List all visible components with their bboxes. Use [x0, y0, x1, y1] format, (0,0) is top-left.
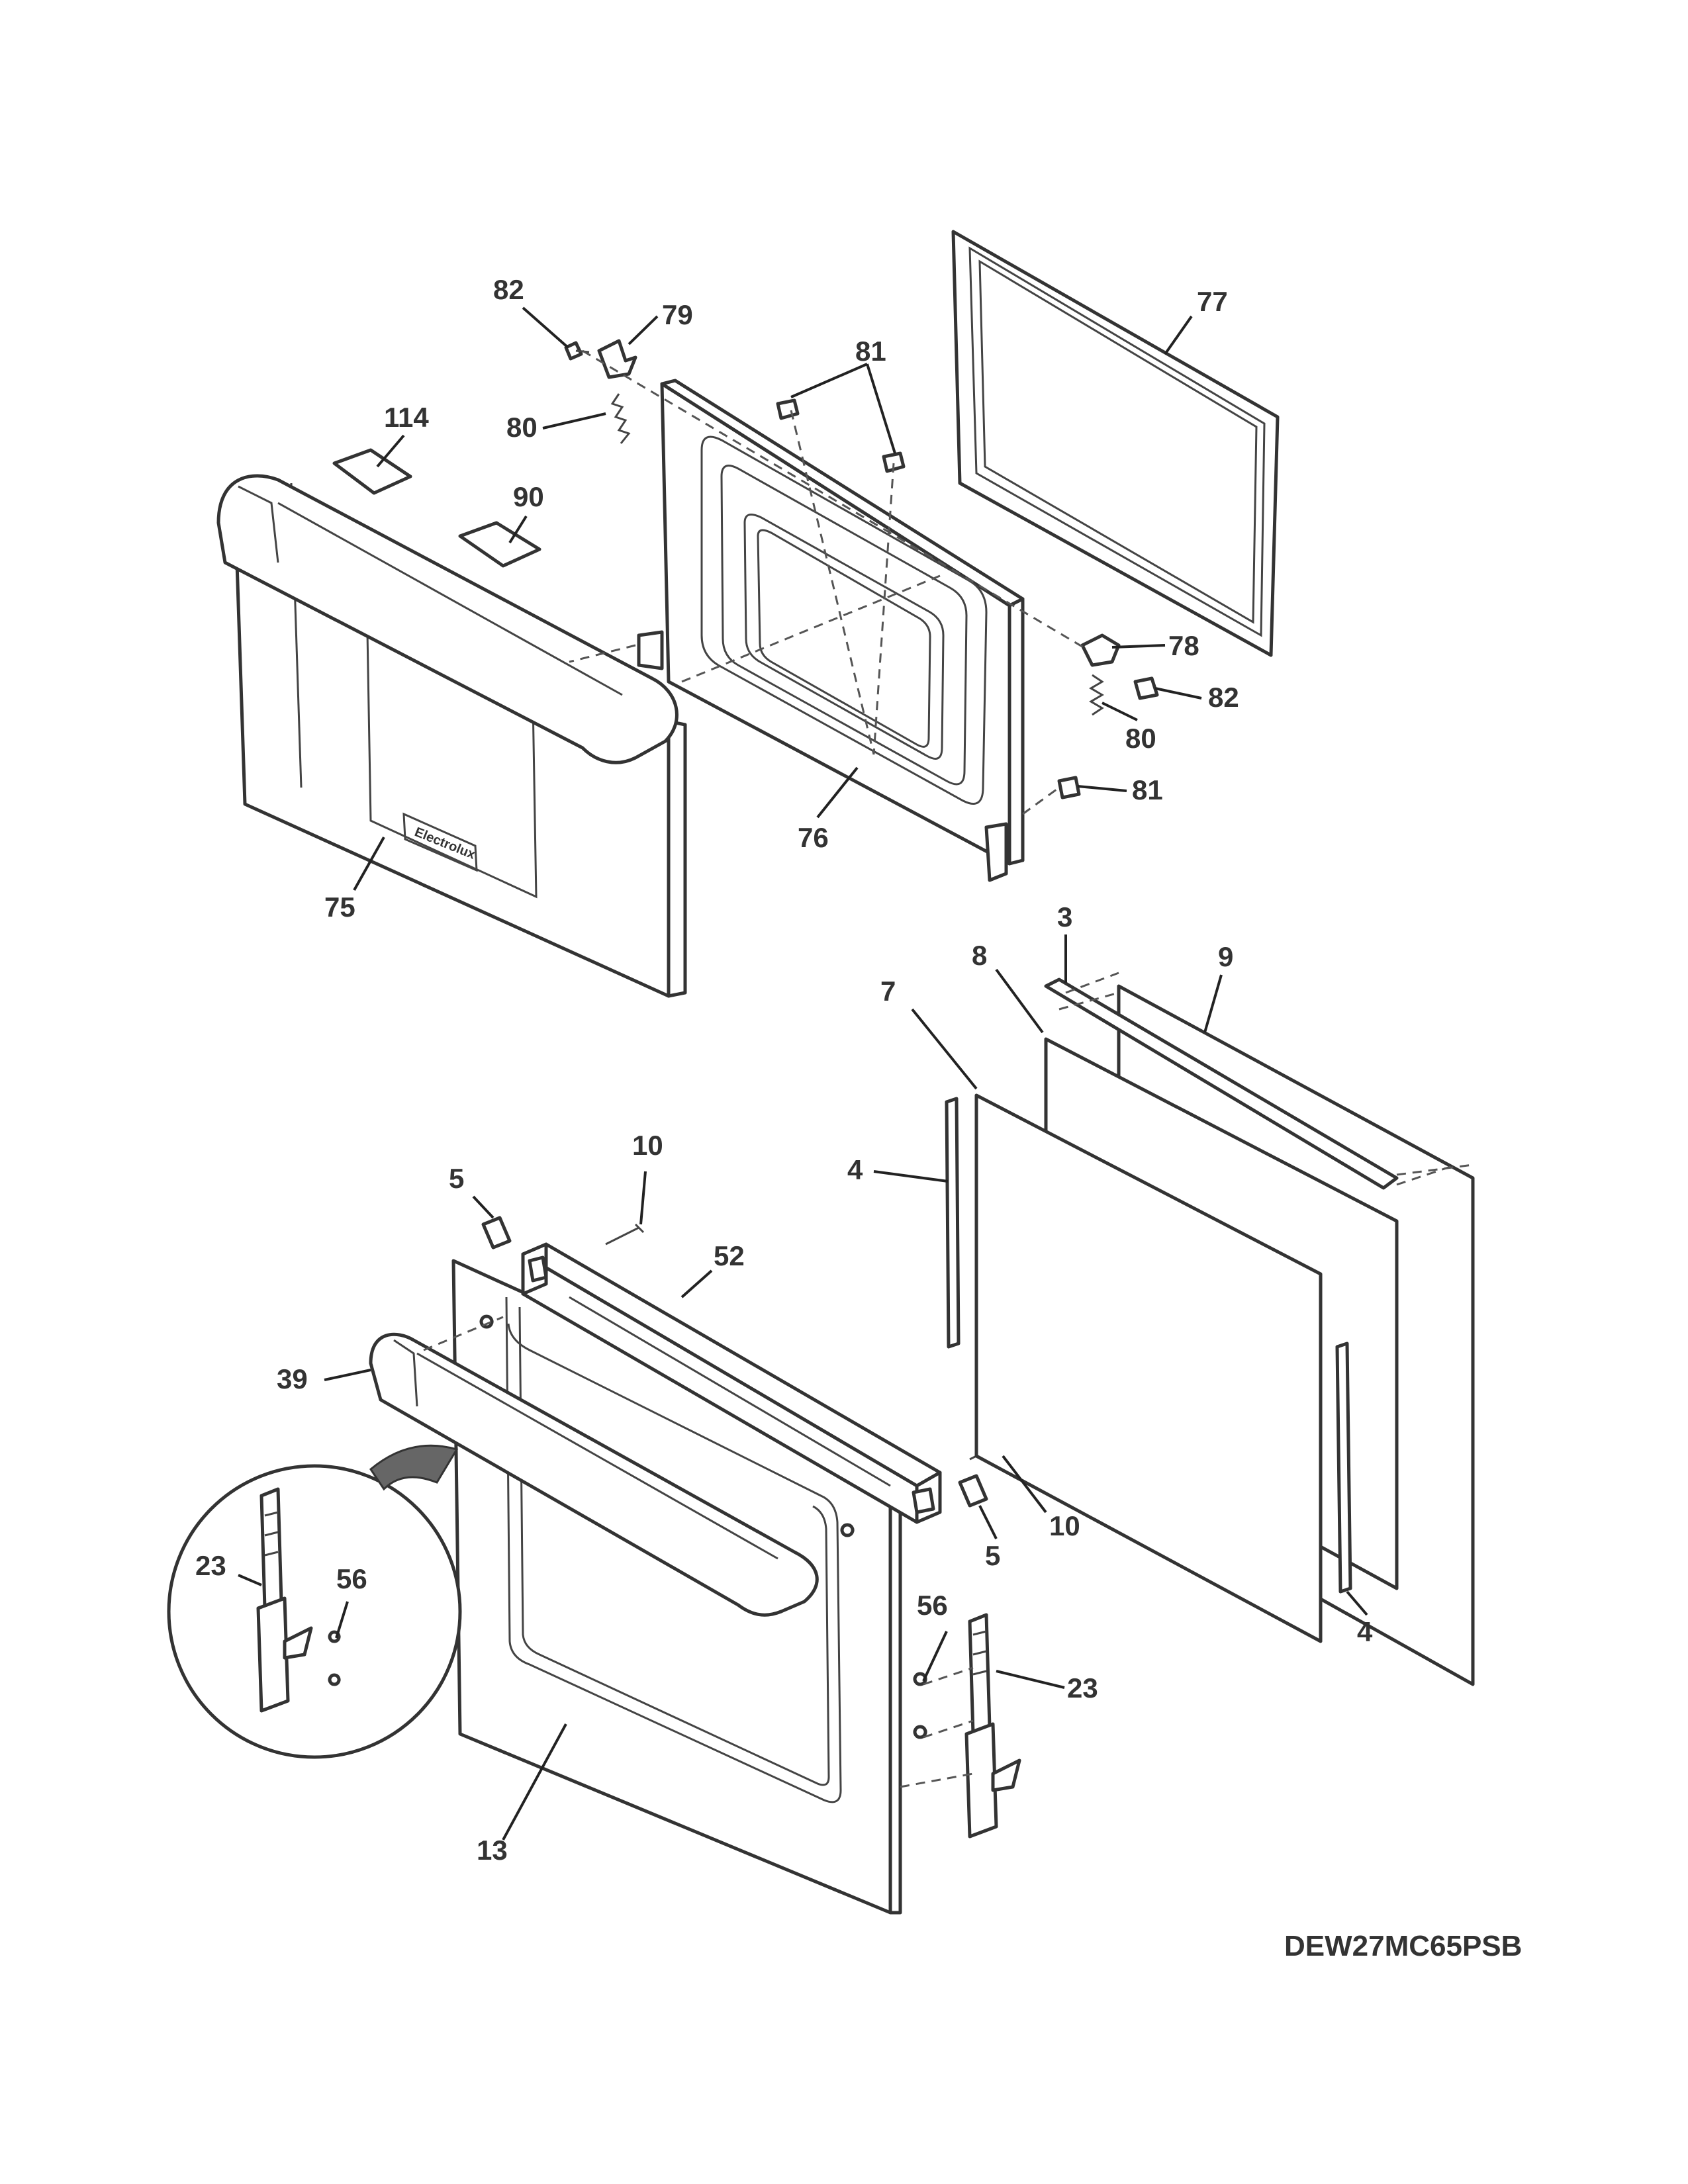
hinge-hardware-right — [1057, 633, 1159, 799]
callout-labels: 82 79 80 114 90 81 77 78 82 80 81 76 75 … — [195, 274, 1522, 1962]
callout-56-detail: 56 — [336, 1563, 367, 1594]
callout-79: 79 — [662, 299, 693, 330]
callout-80-left: 80 — [506, 412, 538, 443]
screw-56-right-b — [913, 1725, 927, 1739]
door-frame-77 — [951, 230, 1280, 657]
callout-4-left: 4 — [847, 1154, 863, 1185]
callout-23-detail: 23 — [195, 1550, 226, 1581]
callout-9: 9 — [1218, 941, 1233, 972]
screw-81-a — [776, 398, 800, 420]
upper-door-handle — [216, 474, 679, 764]
lower-door-handle-39 — [369, 1332, 819, 1617]
callout-56-right: 56 — [917, 1590, 948, 1621]
spacer-4-a — [945, 1097, 961, 1349]
assembly-lines-upper — [569, 349, 1086, 815]
channel-strip-3 — [1044, 978, 1399, 1190]
label-114 — [332, 448, 412, 495]
screw-56-right-a — [913, 1672, 927, 1686]
callout-82-right: 82 — [1208, 682, 1239, 713]
callout-13: 13 — [477, 1835, 508, 1866]
glass-panel-7 — [974, 1093, 1323, 1643]
screw-81-b — [882, 451, 906, 473]
callout-90: 90 — [513, 481, 544, 512]
callout-5-top: 5 — [449, 1163, 464, 1194]
callout-82-top: 82 — [493, 274, 524, 305]
callout-78: 78 — [1168, 630, 1199, 661]
inner-door-liner-76 — [637, 379, 1025, 882]
callout-4-right: 4 — [1357, 1616, 1373, 1647]
callout-23-right: 23 — [1067, 1672, 1098, 1704]
callout-7: 7 — [880, 976, 896, 1007]
screw-10-a — [605, 1223, 645, 1246]
hinge-23-right — [964, 1613, 1021, 1839]
spacer-4-b — [1335, 1342, 1352, 1594]
callout-39: 39 — [277, 1363, 308, 1394]
clip-5-a — [481, 1216, 512, 1250]
clip-5-b — [958, 1474, 988, 1508]
callout-3: 3 — [1057, 901, 1072, 933]
callout-114: 114 — [384, 402, 429, 433]
outer-door-panel-75: Electrolux — [233, 482, 687, 998]
label-90 — [458, 521, 541, 568]
vent-channel-52 — [521, 1242, 942, 1524]
assembly-lines-lower — [423, 991, 1474, 1788]
callout-10-top: 10 — [632, 1130, 663, 1161]
callout-81-right: 81 — [1132, 774, 1163, 805]
callout-80-right: 80 — [1125, 723, 1156, 754]
hinge-hardware-upper-left — [564, 339, 637, 444]
callout-77: 77 — [1197, 286, 1228, 317]
callout-5-bottom: 5 — [985, 1540, 1000, 1571]
callout-75: 75 — [324, 891, 355, 923]
callout-81-top: 81 — [855, 336, 886, 367]
callout-76: 76 — [798, 822, 829, 853]
detail-circle-hinge — [167, 1444, 462, 1759]
callout-8: 8 — [972, 940, 987, 971]
callout-10-bottom: 10 — [1049, 1510, 1080, 1541]
callout-52: 52 — [714, 1240, 745, 1271]
leader-lines — [238, 306, 1368, 1841]
model-number: DEW27MC65PSB — [1284, 1930, 1522, 1962]
